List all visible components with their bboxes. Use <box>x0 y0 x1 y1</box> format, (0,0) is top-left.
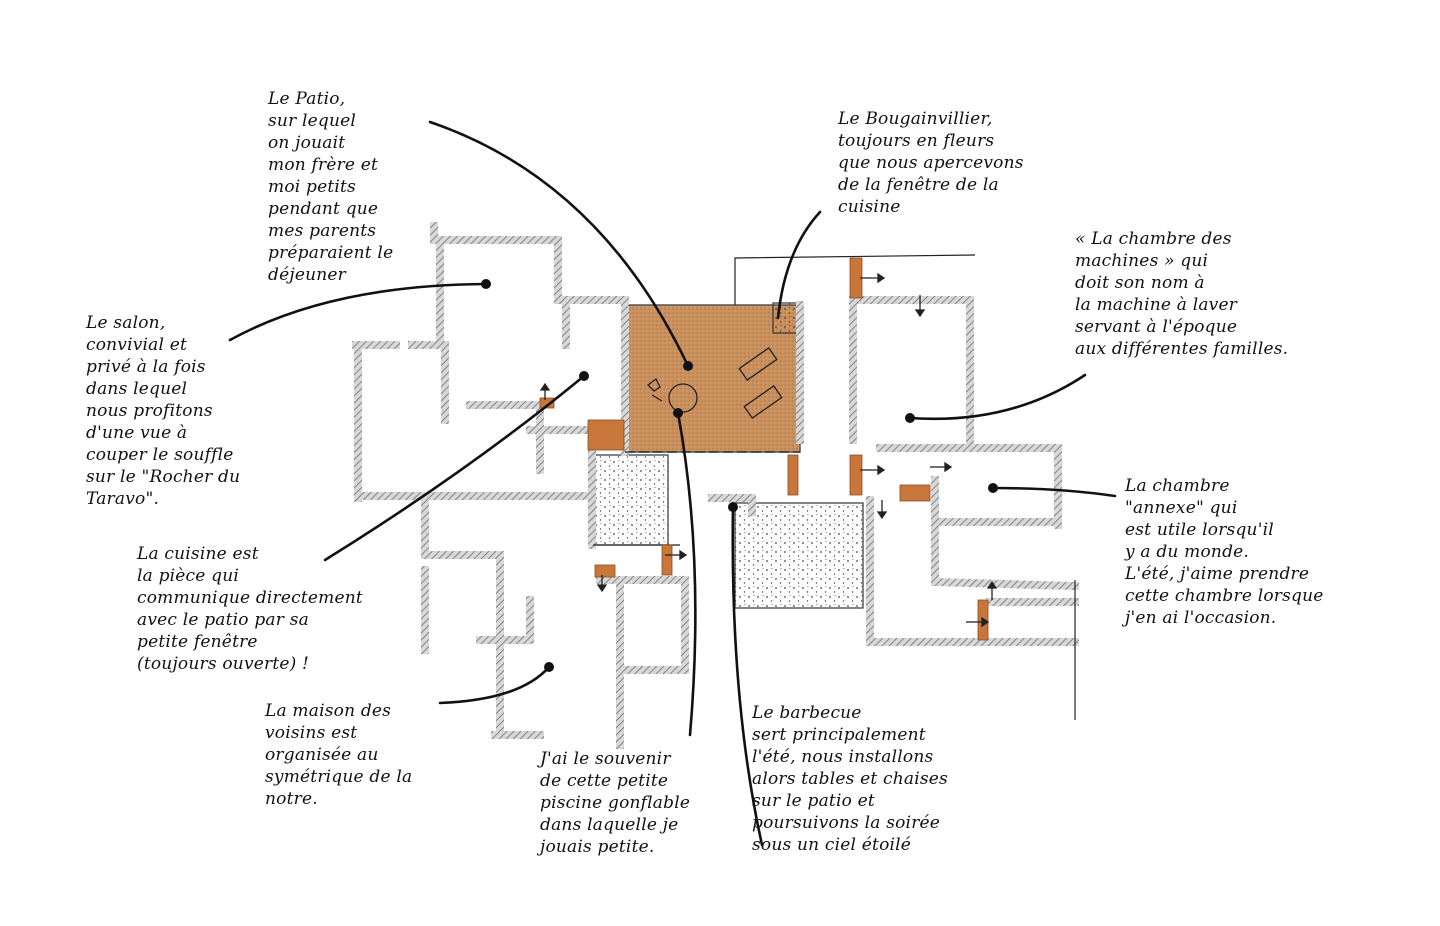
sunbed-1 <box>738 347 778 381</box>
note-line: machines » qui <box>1075 251 1209 271</box>
note-line: voisins est <box>265 723 358 743</box>
note-line: Taravo". <box>86 489 160 509</box>
note-line: Le salon, <box>86 313 166 333</box>
note-line: déjeuner <box>268 265 346 285</box>
note-line: La chambre <box>1125 476 1230 496</box>
note-line: Le barbecue <box>752 703 862 723</box>
patio-furniture <box>647 347 783 419</box>
note-line: alors tables et chaises <box>752 769 948 789</box>
note-line: nous profitons <box>86 401 213 421</box>
leader-barbecue <box>731 505 764 847</box>
note-line: sur lequel <box>268 111 357 131</box>
note-line: mon frère et <box>268 155 379 175</box>
note-line: sous un ciel étoilé <box>752 835 912 855</box>
leader-bougainvillier <box>776 210 822 320</box>
note-line: Le Bougainvillier, <box>838 109 993 129</box>
note-line: de la fenêtre de la <box>838 175 999 195</box>
leader-lines <box>228 120 1117 847</box>
note-line: cuisine <box>838 197 901 217</box>
note-line: sur le patio et <box>752 791 875 811</box>
inflatable-pool <box>668 383 698 413</box>
walls <box>352 222 1080 749</box>
note-line: mes parents <box>268 221 377 241</box>
leader-piscine <box>676 411 697 737</box>
leader-chambre-machines <box>908 373 1087 421</box>
note-line: de cette petite <box>540 771 669 791</box>
note-line: La maison des <box>265 701 392 721</box>
door-arrows <box>539 272 998 628</box>
bougainvillier-planter <box>772 302 798 334</box>
note-line: symétrique de la <box>265 767 413 787</box>
note-line: privé à la fois <box>86 357 206 377</box>
note-line: "annexe" qui <box>1125 498 1238 518</box>
note-line: J'ai le souvenir <box>540 749 671 769</box>
note-line: jouais petite. <box>540 837 655 857</box>
note-line: la pièce qui <box>137 566 240 586</box>
note-line: couper le souffle <box>86 445 234 465</box>
note-line: que nous apercevons <box>838 153 1024 173</box>
note-line: moi petits <box>268 177 356 197</box>
note-line: petite fenêtre <box>137 632 258 652</box>
note-line: préparaient le <box>268 243 394 263</box>
note-line: la machine à laver <box>1075 295 1238 315</box>
leader-salon <box>228 282 488 342</box>
gravel-area-left <box>592 454 669 546</box>
note-line: convivial et <box>86 335 188 355</box>
note-line: doit son nom à <box>1075 273 1205 293</box>
leader-cuisine <box>323 374 586 562</box>
note-line: d'une vue à <box>86 423 188 443</box>
note-line: avec le patio par sa <box>137 610 309 630</box>
note-line: sert principalement <box>752 725 926 745</box>
note-line: toujours en fleurs <box>838 131 995 151</box>
leader-patio <box>428 120 690 368</box>
note-line: La cuisine est <box>137 544 259 564</box>
note-line: communique directement <box>137 588 363 608</box>
note-line: pendant que <box>268 199 379 219</box>
note-line: notre. <box>265 789 318 809</box>
note-line: cette chambre lorsque <box>1125 586 1324 606</box>
patio-area <box>624 304 801 453</box>
note-line: servant à l'époque <box>1075 317 1238 337</box>
note-line: Le Patio, <box>268 89 346 109</box>
note-line: « La chambre des <box>1075 229 1232 249</box>
site-lines <box>593 254 1076 720</box>
child-figure <box>647 378 663 402</box>
note-line: j'en ai l'occasion. <box>1125 608 1277 628</box>
leader-chambre-annexe <box>991 486 1117 498</box>
note-line: poursuivons la soirée <box>752 813 941 833</box>
note-line: organisée au <box>265 745 379 765</box>
note-line: aux différentes familles. <box>1075 339 1289 359</box>
note-line: on jouait <box>268 133 346 153</box>
note-line: y a du monde. <box>1125 542 1250 562</box>
sunbed-2 <box>743 385 783 419</box>
note-line: dans laquelle je <box>540 815 679 835</box>
note-line: dans lequel <box>86 379 188 399</box>
note-line: l'été, nous installons <box>752 747 934 767</box>
gravel-area-terrace <box>734 502 864 609</box>
leader-maison-voisins <box>438 665 551 705</box>
note-line: piscine gonflable <box>540 793 691 813</box>
note-line: L'été, j'aime prendre <box>1125 564 1310 584</box>
note-line: sur le "Rocher du <box>86 467 241 487</box>
note-line: est utile lorsqu'il <box>1125 520 1274 540</box>
leader-dots <box>481 279 998 672</box>
note-line: (toujours ouverte) ! <box>137 654 310 674</box>
